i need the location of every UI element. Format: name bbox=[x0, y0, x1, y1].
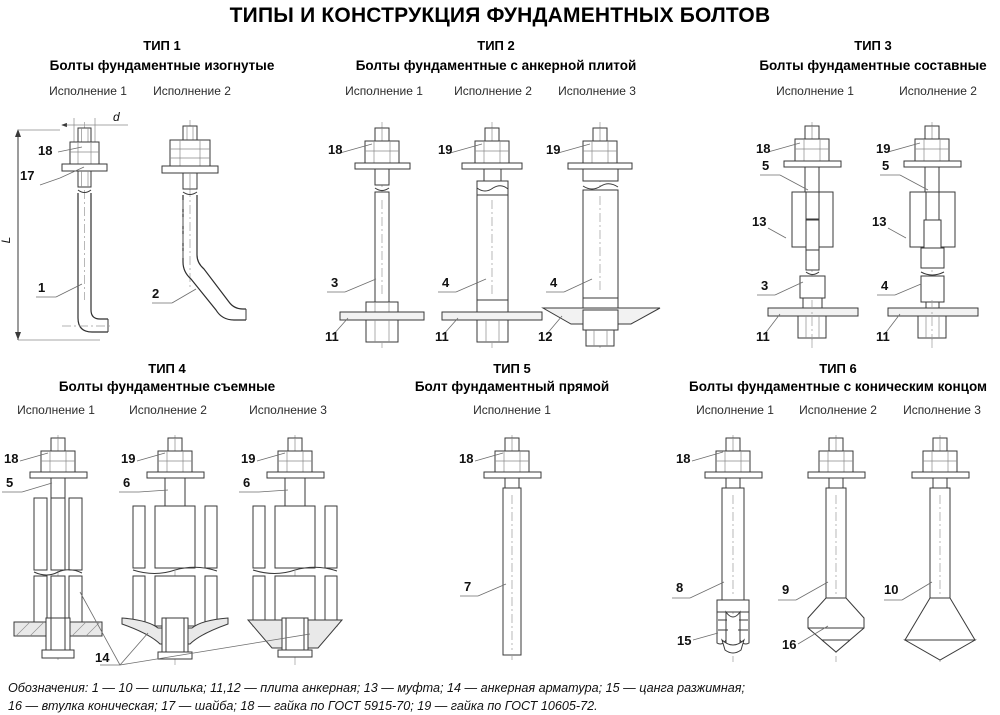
type-4-exec-2: Исполнение 2 bbox=[129, 403, 207, 417]
type-2-callout-19b: 19 bbox=[546, 142, 560, 157]
type-4-callout-19a: 19 bbox=[121, 451, 135, 466]
type-3-callout-11a: 11 bbox=[756, 329, 770, 344]
type-6-callout-18: 18 bbox=[676, 451, 690, 466]
type-2-callout-19a: 19 bbox=[438, 142, 452, 157]
type-2-callout-12: 12 bbox=[538, 329, 552, 344]
type-6-callout-16: 16 bbox=[782, 637, 796, 652]
type-4-callout-6a: 6 bbox=[123, 475, 130, 490]
type-6-callout-10: 10 bbox=[884, 582, 898, 597]
type-3-callout-4: 4 bbox=[881, 278, 889, 293]
type-6-callout-8: 8 bbox=[676, 580, 683, 595]
type-4-drawing: 18 5 bbox=[2, 435, 344, 666]
type-4-callout-6b: 6 bbox=[243, 475, 250, 490]
type-5-callout-18: 18 bbox=[459, 451, 473, 466]
type-6-label: ТИП 6 bbox=[819, 361, 856, 376]
type-4-exec-2-figure: 19 6 bbox=[119, 435, 229, 665]
type-3-callout-19: 19 bbox=[876, 141, 890, 156]
type-6-callout-9: 9 bbox=[782, 582, 789, 597]
type-5-label: ТИП 5 bbox=[493, 361, 530, 376]
type-4-callout-5: 5 bbox=[6, 475, 13, 490]
type-1-exec-2: Исполнение 2 bbox=[153, 84, 231, 98]
type-3-callout-11b: 11 bbox=[876, 329, 890, 344]
type-3-name: Болты фундаментные составные bbox=[759, 58, 987, 73]
type-2-callout-11b: 11 bbox=[435, 329, 449, 344]
type-3-callout-3: 3 bbox=[761, 278, 768, 293]
type-6-callout-15: 15 bbox=[677, 633, 691, 648]
type-4-exec-3-figure: 19 6 bbox=[239, 435, 344, 665]
type-5-name: Болт фундаментный прямой bbox=[415, 379, 609, 394]
type-5-drawing: 18 7 bbox=[459, 435, 542, 660]
type-1-callout-2: 2 bbox=[152, 286, 159, 301]
type-4-label: ТИП 4 bbox=[148, 361, 186, 376]
type-2-exec-3: Исполнение 3 bbox=[558, 84, 636, 98]
type-2-label: ТИП 2 bbox=[477, 38, 514, 53]
type-6-exec-1-figure: 18 8 15 bbox=[672, 435, 763, 662]
type-1-label: ТИП 1 bbox=[143, 38, 180, 53]
type-4-name: Болты фундаментные съемные bbox=[59, 379, 276, 394]
type-4-callout-14-group: 14 bbox=[79, 591, 311, 666]
type-6-exec-1: Исполнение 1 bbox=[696, 403, 774, 417]
type-4-exec-3: Исполнение 3 bbox=[249, 403, 327, 417]
type-1-callout-18: 18 bbox=[38, 143, 52, 158]
type-2-exec-2-figure: 19 4 11 bbox=[435, 122, 543, 348]
type-4-callout-19b: 19 bbox=[241, 451, 255, 466]
type-6-exec-2: Исполнение 2 bbox=[799, 403, 877, 417]
type-3-callout-18: 18 bbox=[756, 141, 770, 156]
type-3-exec-2-figure: 19 5 13 4 11 bbox=[872, 122, 979, 348]
type-3-exec-1: Исполнение 1 bbox=[776, 84, 854, 98]
type-2-name: Болты фундаментные с анкерной плитой bbox=[356, 58, 637, 73]
type-4-exec-1-figure: 18 5 bbox=[2, 435, 103, 660]
type-3-callout-13a: 13 bbox=[752, 214, 766, 229]
type-2-exec-2: Исполнение 2 bbox=[454, 84, 532, 98]
type-6-exec-2-figure: 9 16 bbox=[778, 435, 866, 662]
type-2-callout-11a: 11 bbox=[325, 329, 339, 344]
type-1-exec-2-figure: 2 bbox=[152, 120, 247, 321]
type-6-exec-3-figure: 10 bbox=[884, 435, 977, 662]
legend-line-2: 16 — втулка коническая; 17 — шайба; 18 —… bbox=[8, 699, 598, 713]
type-5-exec-1: Исполнение 1 bbox=[473, 403, 551, 417]
type-2-exec-1-figure: 18 3 11 bbox=[325, 122, 425, 348]
length-label: L bbox=[0, 237, 13, 244]
type-3-exec-1-figure: 18 5 13 3 11 bbox=[752, 122, 859, 348]
diameter-label: d bbox=[113, 110, 120, 124]
legend-line-1: Обозначения: 1 — 10 — шпилька; 11,12 — п… bbox=[8, 681, 746, 695]
type-2-callout-18: 18 bbox=[328, 142, 342, 157]
page-title: ТИПЫ И КОНСТРУКЦИЯ ФУНДАМЕНТНЫХ БОЛТОВ bbox=[230, 4, 771, 27]
type-5-callout-7: 7 bbox=[464, 579, 471, 594]
type-3-exec-2: Исполнение 2 bbox=[899, 84, 977, 98]
type-2-drawing: 18 3 11 19 bbox=[325, 122, 661, 348]
type-1-callout-1: 1 bbox=[38, 280, 45, 295]
type-4-exec-1: Исполнение 1 bbox=[17, 403, 95, 417]
type-1-exec-1: Исполнение 1 bbox=[49, 84, 127, 98]
type-3-drawing: 18 5 13 3 11 bbox=[752, 122, 979, 348]
type-3-label: ТИП 3 bbox=[854, 38, 891, 53]
type-3-callout-5a: 5 bbox=[762, 158, 769, 173]
type-6-drawing: 18 8 15 9 16 bbox=[672, 435, 977, 662]
type-4-callout-14: 14 bbox=[95, 650, 110, 665]
type-2-exec-1: Исполнение 1 bbox=[345, 84, 423, 98]
type-2-callout-4a: 4 bbox=[442, 275, 450, 290]
type-3-callout-13b: 13 bbox=[872, 214, 886, 229]
type-1-exec-1-figure: 18 17 1 bbox=[20, 122, 112, 333]
type-1-callout-17: 17 bbox=[20, 168, 34, 183]
type-6-name: Болты фундаментные с коническим концом bbox=[689, 379, 987, 394]
type-1-drawing: d L bbox=[0, 110, 247, 341]
type-3-callout-5b: 5 bbox=[882, 158, 889, 173]
type-4-callout-18: 18 bbox=[4, 451, 18, 466]
type-6-exec-3: Исполнение 3 bbox=[903, 403, 981, 417]
type-2-exec-3-figure: 19 4 12 bbox=[538, 122, 661, 348]
type-2-callout-3: 3 bbox=[331, 275, 338, 290]
type-1-name: Болты фундаментные изогнутые bbox=[50, 58, 275, 73]
type-2-callout-4b: 4 bbox=[550, 275, 558, 290]
